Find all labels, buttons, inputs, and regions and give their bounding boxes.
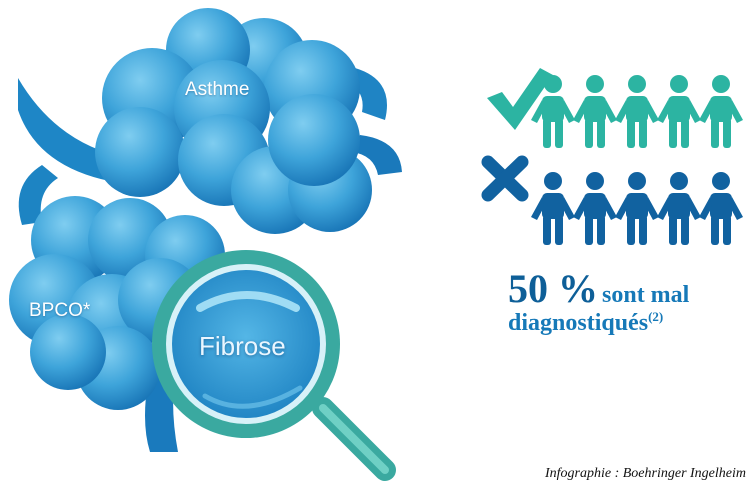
check-icon (487, 68, 553, 130)
label-bpco: BPCO* (29, 300, 91, 321)
person-icon (615, 75, 659, 148)
label-fibrose: Fibrose (199, 331, 286, 361)
cross-icon (481, 155, 529, 202)
person-icon (573, 75, 617, 148)
incorrect-people-row (531, 172, 743, 245)
person-icon (657, 75, 701, 148)
person-icon (699, 172, 743, 245)
person-icon (699, 75, 743, 148)
person-icon (615, 172, 659, 245)
statistic-text: 50 % sont mal diagnostiqués(2) (508, 268, 748, 336)
label-asthme: Asthme (185, 79, 250, 100)
stat-percent: 50 % (508, 266, 598, 311)
bpco-cluster (9, 196, 225, 410)
person-icon (531, 172, 575, 245)
stat-footnote: (2) (648, 309, 664, 324)
stat-line2: diagnostiqués (508, 310, 649, 336)
stat-line1: sont mal (602, 282, 690, 308)
person-icon (657, 172, 701, 245)
person-icon (573, 172, 617, 245)
person-icon (531, 75, 575, 148)
correct-people-row (531, 75, 743, 148)
image-credit: Infographie : Boehringer Ingelheim (544, 466, 746, 481)
asthme-cluster (95, 8, 372, 234)
magnifier-icon (152, 250, 396, 481)
